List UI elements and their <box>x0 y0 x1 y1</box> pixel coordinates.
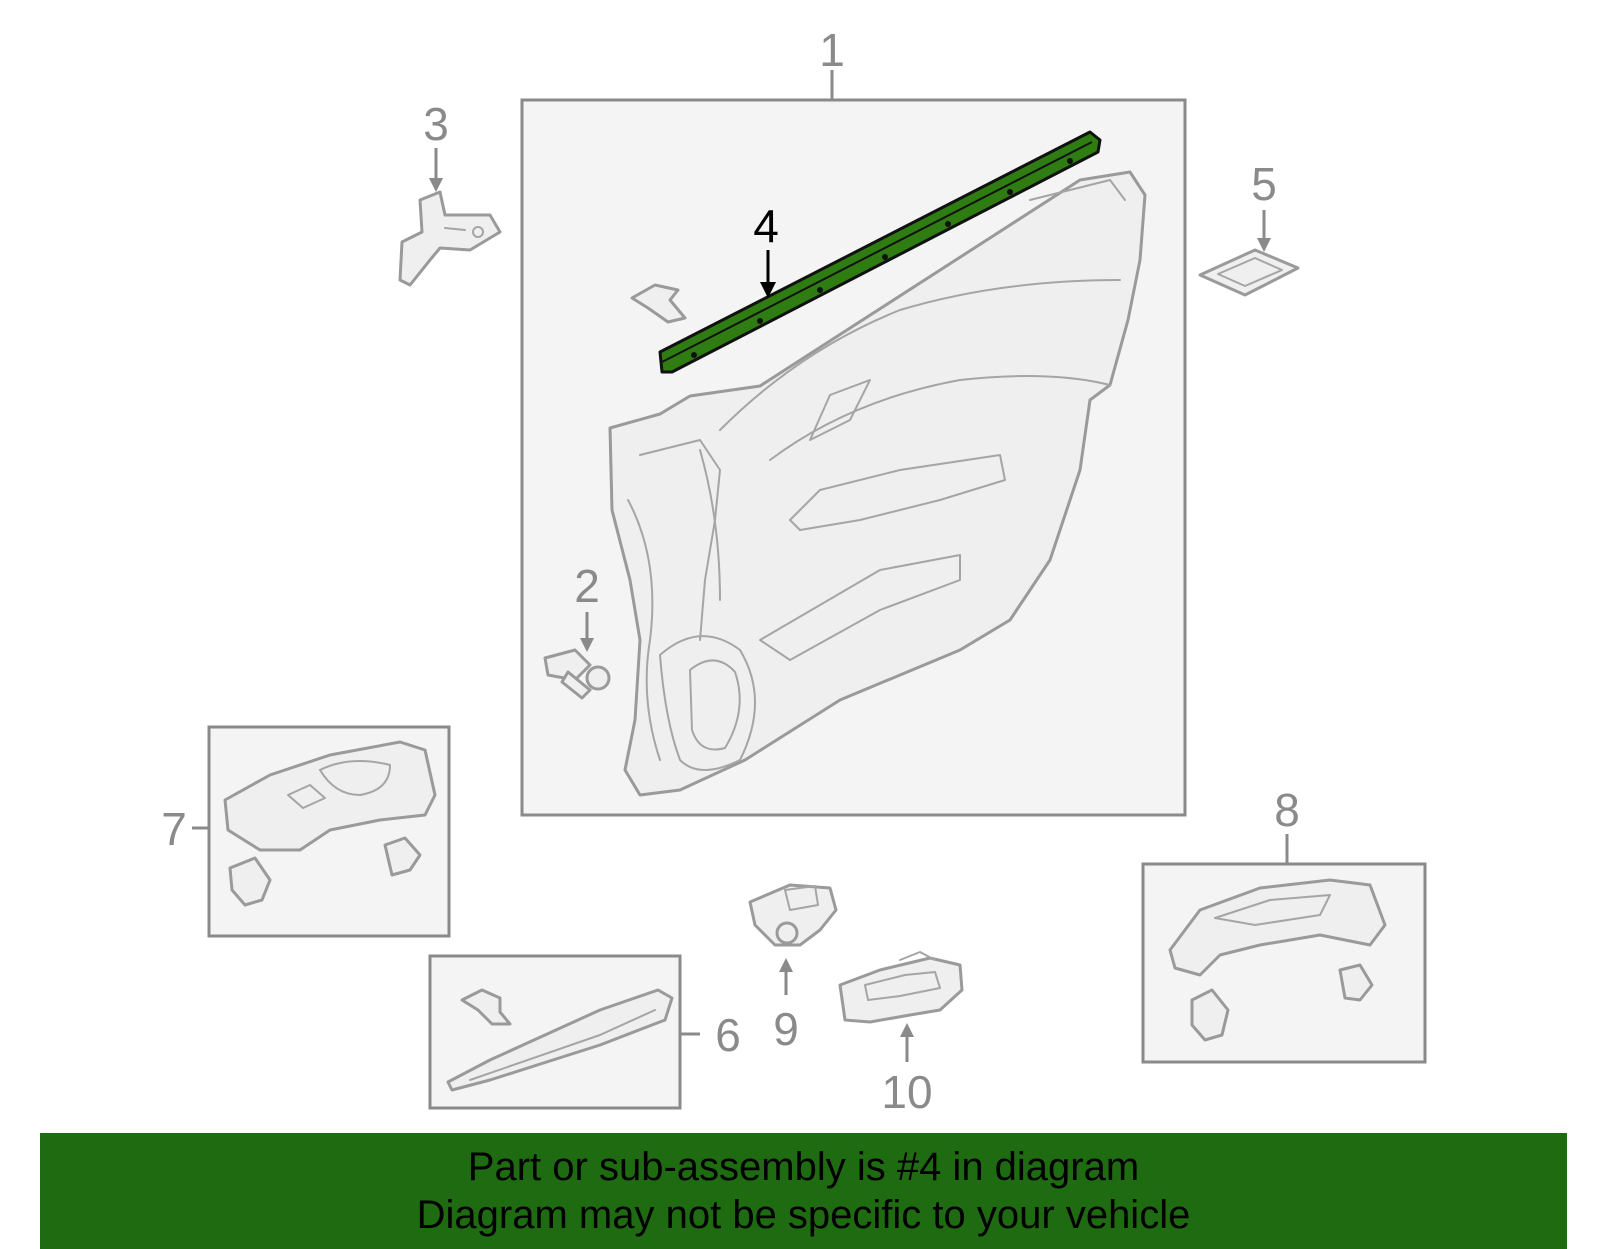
trim-piece-part-5[interactable] <box>1198 248 1300 297</box>
weatherstrip-part-4[interactable] <box>658 130 1102 374</box>
callout-3[interactable]: 3 <box>423 98 449 150</box>
callout-10[interactable]: 10 <box>881 1066 932 1118</box>
retainer-clip <box>630 283 687 324</box>
arrowhead-9 <box>779 958 793 972</box>
callout-4[interactable]: 4 <box>753 200 779 252</box>
info-banner: Part or sub-assembly is #4 in diagram Di… <box>40 1133 1567 1249</box>
arrowhead-3 <box>429 178 443 192</box>
switch-panel-part-8[interactable] <box>1168 878 1387 1042</box>
switch-part-9[interactable] <box>748 883 838 947</box>
garnish-strip-part-6[interactable] <box>446 988 674 1092</box>
push-clip-part-2[interactable] <box>543 648 611 700</box>
arrowhead-5 <box>1257 238 1271 252</box>
banner-line-2: Diagram may not be specific to your vehi… <box>416 1193 1191 1237</box>
weatherstrip-body[interactable] <box>658 130 1102 374</box>
arrowhead-10 <box>900 1023 914 1037</box>
bracket-part-3[interactable] <box>398 190 502 287</box>
callout-9[interactable]: 9 <box>773 1003 799 1055</box>
arrowhead-2 <box>580 638 594 652</box>
callout-2[interactable]: 2 <box>574 560 600 612</box>
callout-8[interactable]: 8 <box>1274 784 1300 836</box>
callout-5[interactable]: 5 <box>1251 158 1277 210</box>
callout-1[interactable]: 1 <box>819 24 845 76</box>
switch-assembly-part-10[interactable] <box>838 951 964 1024</box>
arrowhead-4 <box>760 282 776 298</box>
callout-6[interactable]: 6 <box>715 1009 741 1061</box>
armrest-cover-part-7[interactable] <box>223 740 437 907</box>
banner-line-1: Part or sub-assembly is #4 in diagram <box>467 1145 1140 1189</box>
callout-7[interactable]: 7 <box>161 803 187 855</box>
door-trim-panel <box>608 170 1147 797</box>
